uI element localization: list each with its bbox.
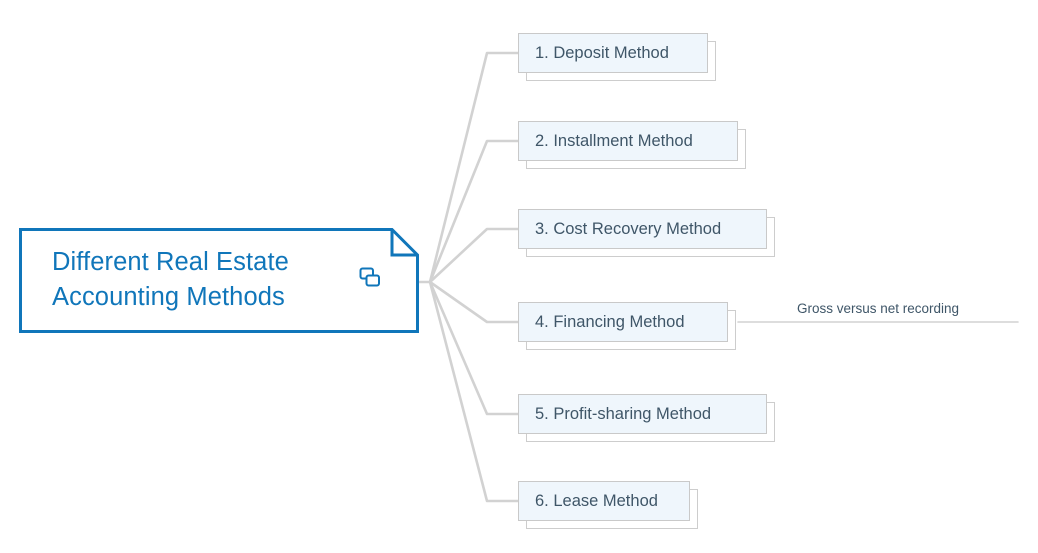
node-card[interactable]: 2. Installment Method [518, 121, 738, 161]
node-card[interactable]: 1. Deposit Method [518, 33, 708, 73]
branch-node-label: 4. Financing Method [535, 313, 685, 331]
connector-branch-1 [428, 51, 520, 284]
connector-branch-6 [428, 280, 520, 503]
branch-node-5[interactable]: 5. Profit-sharing Method [518, 394, 775, 442]
branch-node-4[interactable]: 4. Financing Method [518, 302, 736, 350]
branch-node-label: 5. Profit-sharing Method [535, 405, 712, 423]
branch-node-2[interactable]: 2. Installment Method [518, 121, 746, 169]
node-card[interactable]: 5. Profit-sharing Method [518, 394, 767, 434]
connector-branch-3 [428, 227, 520, 284]
copy-icon[interactable] [357, 265, 383, 291]
connector-branch-5 [428, 280, 520, 416]
root-node[interactable]: Different Real Estate Accounting Methods [19, 228, 419, 333]
branch-node-label: 6. Lease Method [535, 492, 658, 510]
connector-branch-2 [428, 139, 520, 284]
node-card[interactable]: 6. Lease Method [518, 481, 690, 521]
branch-node-1[interactable]: 1. Deposit Method [518, 33, 716, 81]
node-card[interactable]: 4. Financing Method [518, 302, 728, 342]
branch-node-6[interactable]: 6. Lease Method [518, 481, 698, 529]
branch-node-label: 2. Installment Method [535, 132, 693, 150]
root-node-shape [19, 228, 419, 333]
folded-corner-icon [392, 230, 418, 256]
connector-branch-4 [428, 280, 520, 324]
branch-node-label: 3. Cost Recovery Method [535, 220, 722, 238]
sub-branch-label-gross-versus-net-recording[interactable]: Gross versus net recording [797, 301, 960, 316]
branch-node-label: 1. Deposit Method [535, 44, 669, 62]
root-node-label: Different Real Estate Accounting Methods [52, 248, 289, 311]
branch-node-3[interactable]: 3. Cost Recovery Method [518, 209, 775, 257]
node-card[interactable]: 3. Cost Recovery Method [518, 209, 767, 249]
